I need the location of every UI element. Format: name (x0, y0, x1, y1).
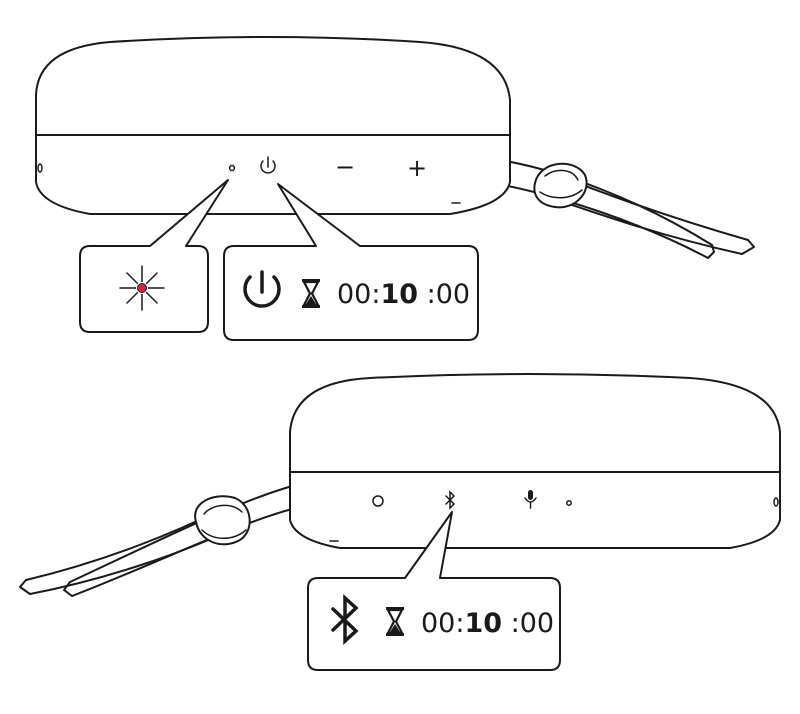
power-button-icon[interactable] (260, 156, 276, 174)
timer-readout: 00:10 :00 (421, 608, 554, 639)
timer-minutes: 10 (464, 608, 502, 639)
bluetooth-icon (331, 594, 359, 645)
volume-down-button[interactable]: − (335, 153, 355, 181)
timer-seconds: 00 (520, 608, 554, 639)
bluetooth-button-icon[interactable] (445, 490, 456, 510)
side-screw (37, 163, 43, 173)
timer-readout: 00:10 :00 (337, 279, 470, 310)
top-speaker-front (35, 134, 511, 215)
bottom-power-button[interactable] (372, 495, 384, 507)
timer-seconds: 00 (436, 279, 470, 310)
top-speaker: − + (35, 36, 755, 259)
led-callout (79, 179, 229, 333)
top-speaker-dome (35, 36, 511, 136)
microphone-icon (524, 490, 537, 509)
volume-up-button[interactable]: + (407, 154, 427, 182)
top-strap (497, 159, 755, 259)
hourglass-icon (302, 279, 320, 308)
timer-hours: 00 (421, 608, 455, 639)
timer-hours: 00 (337, 279, 371, 310)
power-timer-callout: 00:10 :00 (223, 183, 479, 341)
bottom-speaker-front (289, 471, 781, 549)
bottom-strap (19, 484, 297, 597)
bottom-status-led (566, 500, 572, 506)
hourglass-icon (386, 607, 404, 636)
status-led (228, 164, 236, 172)
bottom-speaker-dome (289, 373, 781, 473)
power-icon (243, 270, 281, 308)
bluetooth-timer-callout: 00:10 :00 (307, 511, 561, 671)
timer-minutes: 10 (380, 279, 418, 310)
bottom-speaker (19, 373, 781, 597)
blinking-led-icon (119, 265, 165, 311)
